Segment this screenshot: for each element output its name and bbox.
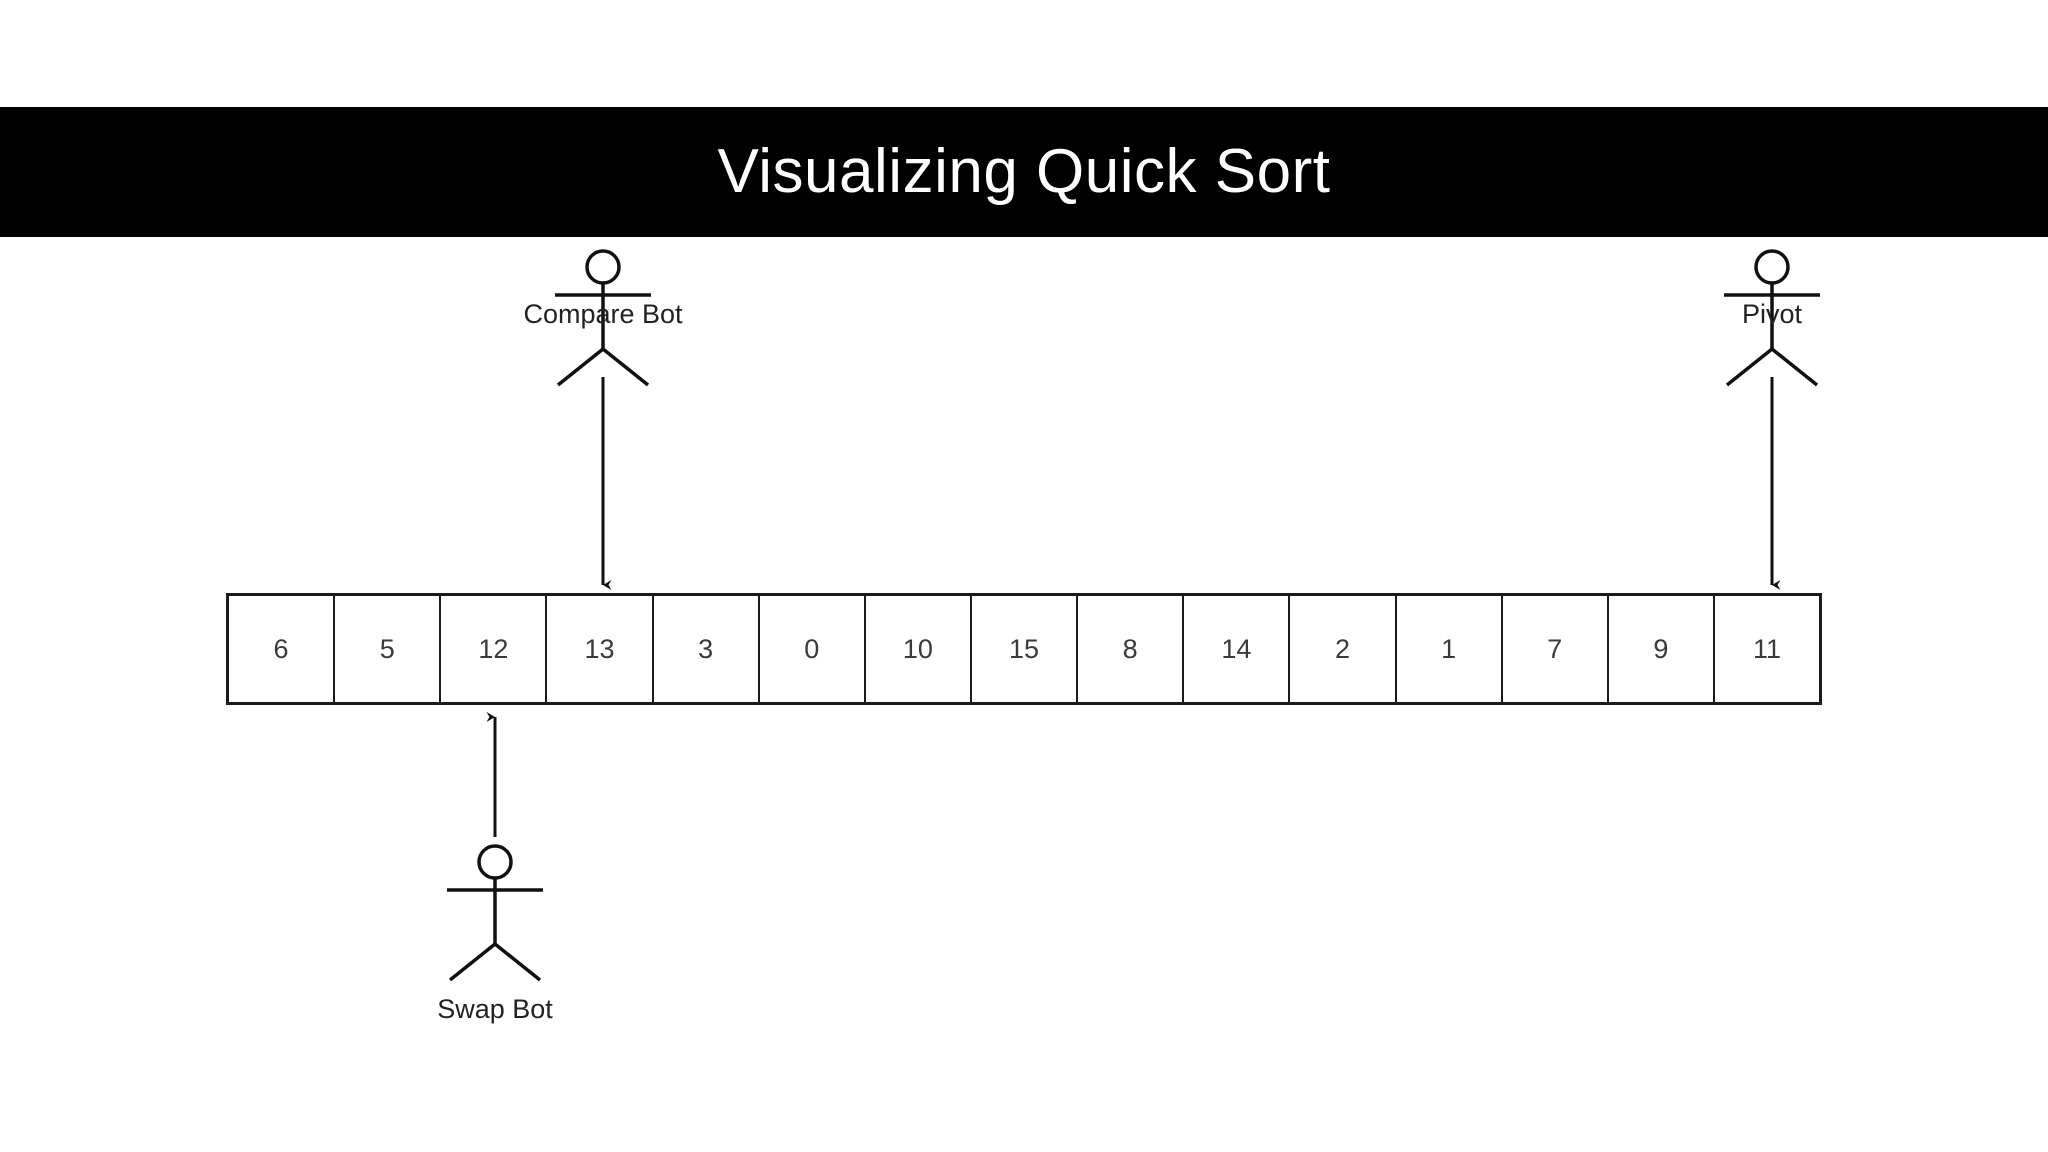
array-cell-value: 3 xyxy=(698,633,714,664)
array-cell-value: 13 xyxy=(584,633,615,664)
compare-bot-label: Compare Bot xyxy=(523,299,683,329)
array-cell[interactable]: 15 xyxy=(971,596,1079,702)
page-title: Visualizing Quick Sort xyxy=(717,137,1331,206)
array-cell-value: 14 xyxy=(1221,633,1252,664)
swap-bot-figure[interactable] xyxy=(447,844,543,982)
title-banner: Visualizing Quick Sort xyxy=(0,107,2048,237)
compare-bot-figure[interactable] xyxy=(555,249,651,387)
array-cell-value: 15 xyxy=(1009,633,1040,664)
array-cell-value: 8 xyxy=(1122,633,1138,664)
compare-bot-right-leg-line xyxy=(601,347,650,387)
compare-bot-head-icon xyxy=(585,249,621,285)
array-cell[interactable]: 13 xyxy=(547,596,654,702)
array-cell[interactable]: 9 xyxy=(1608,596,1715,702)
array-cell[interactable]: 8 xyxy=(1078,596,1185,702)
swap-bot-label: Swap Bot xyxy=(437,994,553,1024)
array-cell-value: 10 xyxy=(902,633,933,664)
array-cell-value: 2 xyxy=(1334,633,1350,664)
pivot-left-leg-line xyxy=(1725,347,1774,387)
array-cell[interactable]: 14 xyxy=(1184,596,1291,702)
swap-bot-left-leg-line xyxy=(448,942,497,982)
array-cell-value: 1 xyxy=(1441,633,1457,664)
swap-bot-head-icon xyxy=(477,844,513,880)
array-cell[interactable]: 7 xyxy=(1502,596,1609,702)
swap-bot-right-leg-line xyxy=(493,942,542,982)
array-cell-value: 5 xyxy=(379,633,395,664)
array-cell[interactable]: 2 xyxy=(1290,596,1397,702)
array-cell-value: 0 xyxy=(804,633,820,664)
array-cell[interactable]: 5 xyxy=(335,596,442,702)
array-cell[interactable]: 11 xyxy=(1714,596,1820,702)
array-cell-value: 7 xyxy=(1547,633,1563,664)
pivot-head-icon xyxy=(1754,249,1790,285)
pivot-label: Pivot xyxy=(1741,299,1803,329)
array-cell[interactable]: 1 xyxy=(1396,596,1503,702)
diagram-vector-layer xyxy=(447,249,1820,982)
array-cell[interactable]: 0 xyxy=(759,596,866,702)
array-cell-value: 6 xyxy=(273,633,289,664)
array-cell-value: 11 xyxy=(1753,633,1782,664)
array-cell[interactable]: 12 xyxy=(441,596,548,702)
array-container: 6 5 12 13 3 0 10 15 8 14 2 1 7 9 11 xyxy=(226,593,1822,705)
array-cell[interactable]: 3 xyxy=(653,596,760,702)
pivot-figure[interactable] xyxy=(1724,249,1820,387)
pivot-right-leg-line xyxy=(1770,347,1819,387)
array-cell[interactable]: 6 xyxy=(229,596,336,702)
array-cell[interactable]: 10 xyxy=(865,596,972,702)
array-cell-value: 9 xyxy=(1653,633,1669,664)
array-cell-value: 12 xyxy=(478,633,509,664)
compare-bot-left-leg-line xyxy=(556,347,605,387)
